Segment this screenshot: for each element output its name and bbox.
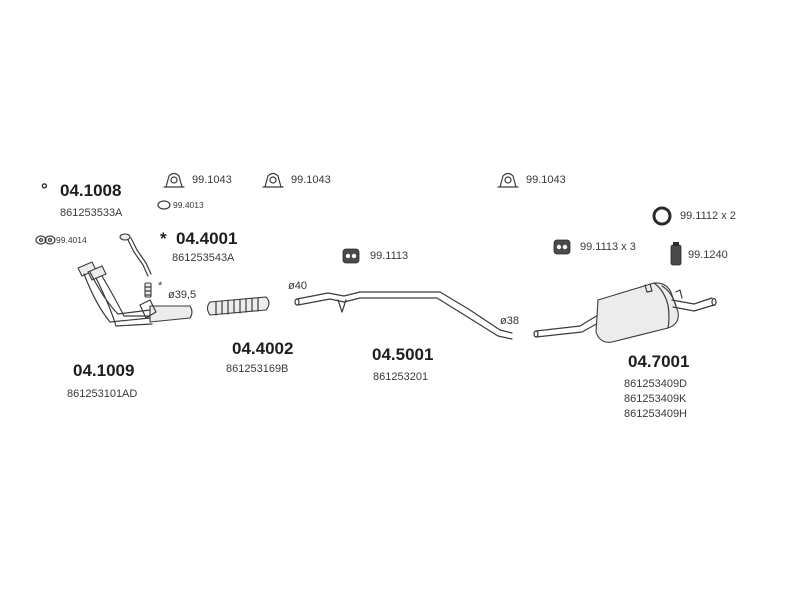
part-marker-star: * [160, 229, 167, 248]
part-marker-circle: ° [41, 180, 48, 199]
part-number-047001: 04.7001 [628, 352, 690, 371]
ring-icon [652, 206, 672, 226]
gasket-icon [35, 235, 56, 245]
hanger-label: 99.1113 [370, 250, 409, 262]
part-ref-044002: 861253169B [226, 363, 289, 375]
front-pipe-drawing [77, 261, 193, 327]
bolt-drawing [144, 282, 152, 298]
rear-silencer-drawing [533, 282, 717, 343]
part-number-041009: 04.1009 [73, 361, 135, 380]
part-ref-044001: 861253543A [172, 252, 235, 264]
gasket-label: 99.4014 [56, 235, 87, 245]
hanger-icon [553, 239, 571, 255]
part-number-044001: 04.4001 [176, 229, 238, 248]
dimension-label: ø39,5 [168, 289, 197, 301]
dimension-label: ø38 [500, 315, 519, 327]
flex-pipe-drawing [206, 296, 270, 316]
part-ref-041009: 861253101AD [67, 388, 138, 400]
part-number-044002: 04.4002 [232, 339, 294, 358]
clamp-label: 99.1043 [192, 174, 232, 186]
part-ref-047001: 861253409D [624, 378, 688, 390]
part-ref-041008: 861253533A [60, 207, 123, 219]
part-ref-045001: 861253201 [373, 371, 429, 383]
hanger-icon [342, 248, 360, 264]
star-mark: * [158, 280, 163, 292]
mount-label: 99.1240 [688, 249, 728, 261]
ring-label: 99.4013 [173, 200, 204, 210]
part-ref-047001: 861253409K [624, 393, 687, 405]
clamp-icon [497, 172, 519, 188]
clamp-label: 99.1043 [526, 174, 566, 186]
clamp-label: 99.1043 [291, 174, 331, 186]
mount-icon [670, 242, 682, 266]
clamp-icon [262, 172, 284, 188]
hanger-label: 99.1113 x 3 [580, 241, 636, 253]
middle-pipe-drawing [294, 291, 513, 340]
part-number-041008: 04.1008 [60, 181, 122, 200]
part-ref-047001: 861253409H [624, 408, 688, 420]
clamp-icon [163, 172, 185, 188]
ring-icon [157, 200, 171, 210]
ring-label: 99.1112 x 2 [680, 210, 736, 222]
dimension-label: ø40 [288, 280, 307, 292]
probe-drawing [119, 233, 152, 277]
part-number-045001: 04.5001 [372, 345, 434, 364]
